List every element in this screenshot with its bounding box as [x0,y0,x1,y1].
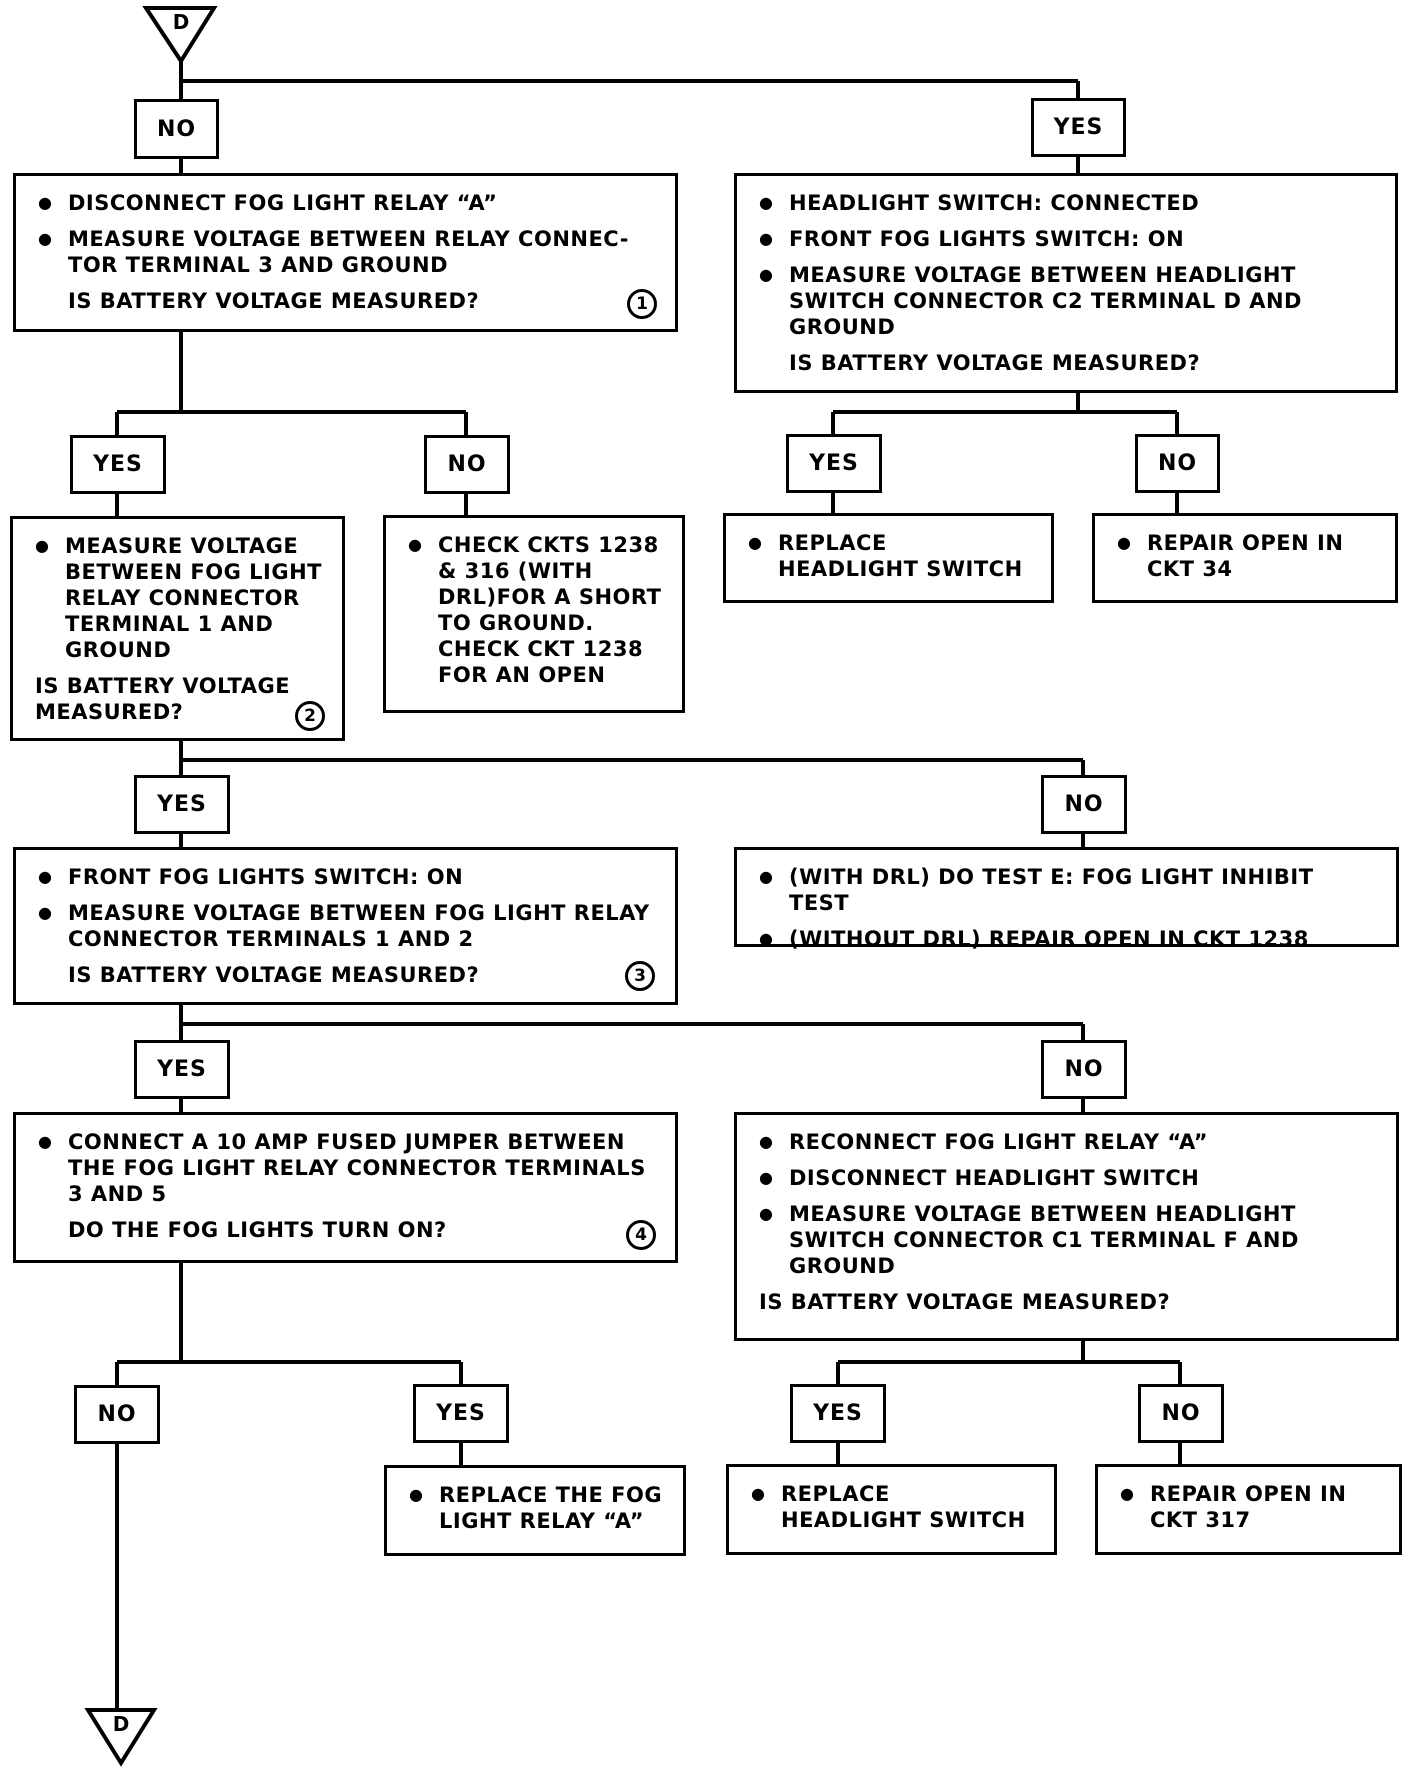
bottom-connector-triangle [84,1708,158,1767]
step-box-1: DISCONNECT FOG LIGHT RELAY “A” MEASURE V… [13,173,678,332]
top-connector-letter: D [172,10,190,34]
question: IS BATTERY VOLTAGE MEASURED? [68,289,480,313]
step-box-2: MEASURE VOLTAGE BETWEEN FOG LIGHT RELAY … [10,516,345,741]
instruction: (WITHOUT DRL) REPAIR OPEN IN CKT 1238 [759,926,1378,952]
step-box-headlight-switch-c2: HEADLIGHT SWITCH: CONNECTED FRONT FOG LI… [734,173,1398,393]
label-yes: YES [786,434,882,493]
question: DO THE FOG LIGHTS TURN ON? [68,1218,447,1242]
label-no: NO [1138,1384,1224,1443]
instruction: REPAIR OPEN IN CKT 34 [1117,530,1377,582]
question: IS BATTERY VOLTAGE MEASURED? [789,351,1201,375]
instruction: MEASURE VOLTAGE BETWEEN FOG LIGHT RELAY … [38,900,657,952]
label-yes: YES [1031,98,1126,157]
step-number-badge: 2 [295,701,325,731]
step-box-4: CONNECT A 10 AMP FUSED JUMPER BETWEEN TH… [13,1112,678,1263]
result-box-repair-ckt-34: REPAIR OPEN IN CKT 34 [1092,513,1398,603]
instruction: REPLACE THE FOG LIGHT RELAY “A” [409,1482,665,1534]
step-number-badge: 4 [626,1220,656,1250]
instruction: CONNECT A 10 AMP FUSED JUMPER BETWEEN TH… [38,1129,657,1207]
label-no: NO [424,435,510,494]
result-box-replace-headlight-switch: REPLACE HEADLIGHT SWITCH [723,513,1054,603]
result-box-repair-ckt-317: REPAIR OPEN IN CKT 317 [1095,1464,1402,1555]
instruction: REPAIR OPEN IN CKT 317 [1120,1481,1381,1533]
instruction: FRONT FOG LIGHTS SWITCH: ON [38,864,657,890]
top-connector: D [164,10,198,34]
label-no: NO [1041,1040,1127,1099]
instruction: MEASURE VOLTAGE BETWEEN FOG LIGHT RELAY … [35,533,324,663]
top-connector-triangle [142,6,218,65]
result-box-check-ckts: CHECK CKTS 1238 & 316 (WITH DRL)FOR A SH… [383,515,685,713]
label-no: NO [1041,775,1127,834]
label-no: NO [1135,434,1220,493]
bottom-connector: D [104,1712,138,1736]
result-box-inhibit-test: (WITH DRL) DO TEST E: FOG LIGHT INHIBIT … [734,847,1399,952]
label-yes: YES [134,1040,230,1099]
result-box-replace-headlight-switch: REPLACE HEADLIGHT SWITCH [726,1464,1057,1555]
question: IS BATTERY VOLTAGE MEASURED? [68,963,480,987]
bottom-connector-letter: D [112,1712,130,1736]
step-number-badge: 3 [625,961,655,991]
instruction: (WITH DRL) DO TEST E: FOG LIGHT INHIBIT … [759,864,1378,916]
label-yes: YES [790,1384,886,1443]
question: IS BATTERY VOLTAGE MEASURED? [35,674,291,724]
label-no: NO [134,99,219,159]
instruction: MEASURE VOLTAGE BETWEEN HEADLIGHT SWITCH… [759,1201,1378,1279]
result-box-replace-relay: REPLACE THE FOG LIGHT RELAY “A” [384,1465,686,1556]
instruction: HEADLIGHT SWITCH: CONNECTED [759,190,1377,216]
label-yes: YES [413,1384,509,1443]
instruction: RECONNECT FOG LIGHT RELAY “A” [759,1129,1378,1155]
instruction: DISCONNECT HEADLIGHT SWITCH [759,1165,1378,1191]
instruction: REPLACE HEADLIGHT SWITCH [751,1481,1036,1533]
question: IS BATTERY VOLTAGE MEASURED? [759,1290,1171,1314]
instruction: DISCONNECT FOG LIGHT RELAY “A” [38,190,657,216]
instruction: CHECK CKTS 1238 & 316 (WITH DRL)FOR A SH… [408,532,664,688]
label-yes: YES [134,775,230,834]
step-number-badge: 1 [627,289,657,319]
instruction: FRONT FOG LIGHTS SWITCH: ON [759,226,1377,252]
label-no: NO [74,1385,160,1444]
instruction: MEASURE VOLTAGE BETWEEN RELAY CONNEC-TOR… [38,226,657,278]
step-box-headlight-switch-c1: RECONNECT FOG LIGHT RELAY “A” DISCONNECT… [734,1112,1399,1341]
label-yes: YES [70,435,166,494]
step-box-3: FRONT FOG LIGHTS SWITCH: ON MEASURE VOLT… [13,847,678,1005]
instruction: REPLACE HEADLIGHT SWITCH [748,530,1033,582]
instruction: MEASURE VOLTAGE BETWEEN HEADLIGHT SWITCH… [759,262,1377,340]
